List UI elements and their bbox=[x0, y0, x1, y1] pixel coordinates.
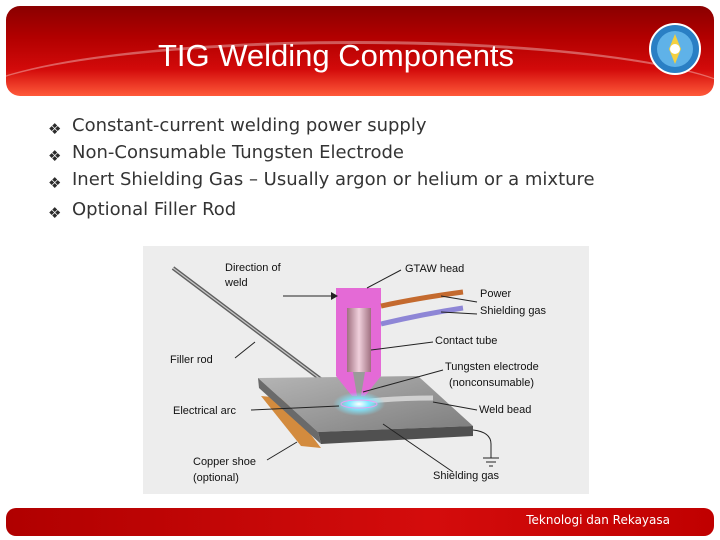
tig-welding-diagram: Direction of weld GTAW head Power Shield… bbox=[143, 246, 589, 494]
label-direction-line2: weld bbox=[224, 277, 248, 289]
list-item: ❖ Constant-current welding power supply bbox=[48, 112, 688, 139]
label-power: Power bbox=[480, 288, 512, 300]
list-item: ❖ Inert Shielding Gas – Usually argon or… bbox=[48, 166, 688, 193]
label-weld-bead: Weld bead bbox=[479, 404, 531, 416]
footer-bar: Teknologi dan Rekayasa bbox=[6, 508, 714, 536]
label-copper-shoe-line1: Copper shoe bbox=[193, 456, 256, 468]
label-shielding-gas-top: Shielding gas bbox=[480, 305, 547, 317]
bullet-text: Non-Consumable Tungsten Electrode bbox=[72, 142, 405, 163]
label-gtaw-head: GTAW head bbox=[405, 263, 464, 275]
bullet-text: Optional Filler Rod bbox=[72, 199, 237, 220]
label-shielding-gas-bottom: Shielding gas bbox=[433, 470, 500, 482]
workpiece-side bbox=[258, 378, 321, 444]
label-electrical-arc: Electrical arc bbox=[173, 405, 236, 417]
bullet-text: Constant-current welding power supply bbox=[72, 115, 427, 136]
footer-text: Teknologi dan Rekayasa bbox=[526, 513, 670, 527]
label-direction-line1: Direction of bbox=[225, 262, 282, 274]
diamond-bullet-icon: ❖ bbox=[48, 120, 62, 138]
ministry-logo-icon bbox=[649, 23, 701, 75]
list-item: ❖ Non-Consumable Tungsten Electrode bbox=[48, 139, 688, 166]
power-cable bbox=[380, 289, 464, 309]
gas-hose bbox=[380, 305, 464, 327]
title-banner: TIG Welding Components bbox=[6, 6, 714, 96]
diamond-bullet-icon: ❖ bbox=[48, 147, 62, 165]
label-copper-shoe-line2: (optional) bbox=[193, 472, 239, 484]
list-item: ❖ Optional Filler Rod bbox=[48, 196, 688, 223]
diamond-bullet-icon: ❖ bbox=[48, 174, 62, 192]
tungsten-electrode-shape bbox=[353, 372, 365, 396]
label-tungsten-line1: Tungsten electrode bbox=[445, 361, 539, 373]
diamond-bullet-icon: ❖ bbox=[48, 204, 62, 222]
label-contact-tube: Contact tube bbox=[435, 335, 497, 347]
contact-tube-shape bbox=[347, 308, 371, 372]
label-tungsten-line2: (nonconsumable) bbox=[449, 377, 534, 389]
slide-title: TIG Welding Components bbox=[157, 38, 515, 73]
workpiece-front bbox=[318, 426, 473, 444]
bullet-text: Inert Shielding Gas – Usually argon or h… bbox=[72, 169, 595, 190]
diagram-illustration: Direction of weld GTAW head Power Shield… bbox=[170, 262, 547, 484]
electrical-arc-glow bbox=[333, 392, 385, 416]
banner-swirl bbox=[6, 41, 714, 96]
bullet-list: ❖ Constant-current welding power supply … bbox=[48, 112, 688, 223]
label-filler-rod: Filler rod bbox=[170, 354, 213, 366]
